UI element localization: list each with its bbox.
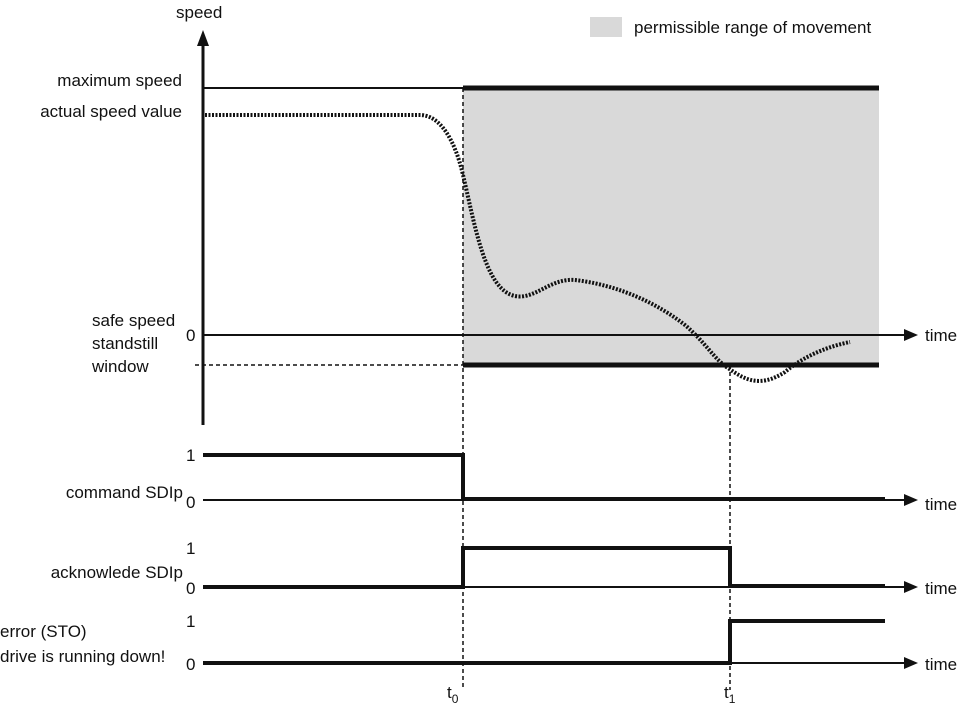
window-label: window: [91, 357, 149, 376]
t1-label: t1: [724, 683, 736, 706]
zero-label: 0: [186, 326, 195, 345]
legend-swatch: [590, 17, 622, 37]
safe-speed-label: safe speed: [92, 311, 175, 330]
signal-label: command SDIp: [66, 483, 183, 502]
signal-error-sto: time 1 0 error (STO) drive is running do…: [0, 612, 957, 674]
actual-speed-curve: [205, 113, 851, 383]
high-label: 1: [186, 539, 195, 558]
speed-axis-label: speed: [176, 3, 222, 22]
signal-label-line-2: drive is running down!: [0, 647, 165, 666]
low-label: 0: [186, 655, 195, 674]
legend-label: permissible range of movement: [634, 18, 871, 37]
low-label: 0: [186, 493, 195, 512]
signal-label: acknowlede SDIp: [51, 563, 183, 582]
t0-label: t0: [447, 683, 459, 706]
speed-axis-arrow-icon: [197, 30, 209, 46]
time-axis-arrow-icon: [904, 329, 918, 341]
max-speed-label: maximum speed: [57, 71, 182, 90]
signal-acknowledge-sdip: time 1 0 acknowlede SDIp: [51, 539, 957, 598]
permissible-range-area: [463, 88, 879, 365]
time-axis-arrow-icon: [904, 657, 918, 669]
time-axis-arrow-icon: [904, 581, 918, 593]
low-label: 0: [186, 579, 195, 598]
high-label: 1: [186, 446, 195, 465]
actual-speed-label: actual speed value: [40, 102, 182, 121]
high-label: 1: [186, 612, 195, 631]
time-axis-arrow-icon: [904, 494, 918, 506]
standstill-label: standstill: [92, 334, 158, 353]
time-axis-label: time: [925, 326, 957, 345]
time-axis-label: time: [925, 579, 957, 598]
signal-command-sdip: time 1 0 command SDIp: [66, 446, 957, 514]
time-axis-label: time: [925, 655, 957, 674]
time-axis-label: time: [925, 495, 957, 514]
signal-label-line-1: error (STO): [0, 622, 87, 641]
